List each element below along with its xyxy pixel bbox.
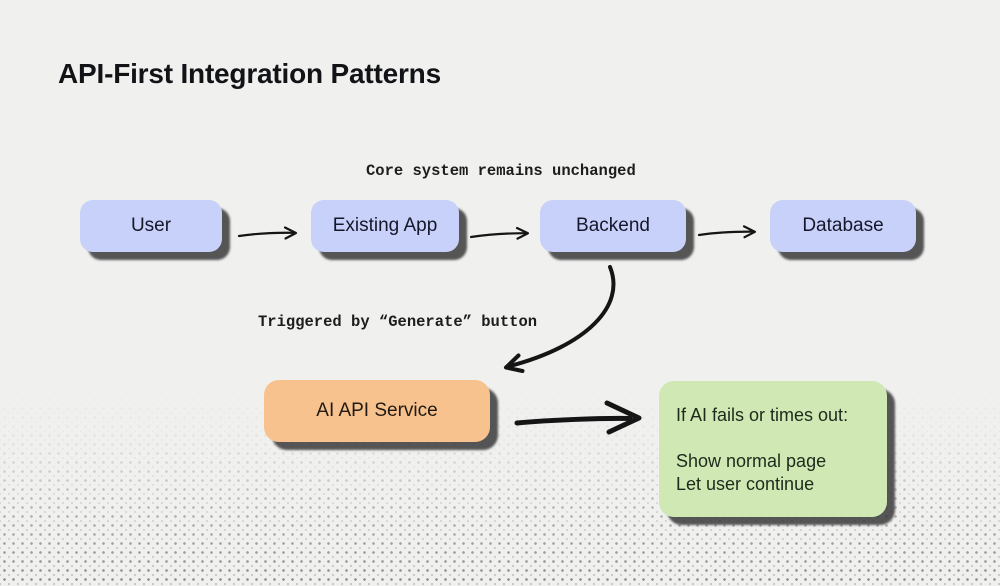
arrow-right-icon-existing-app-to-backend	[469, 226, 530, 240]
node-backend: Backend	[540, 200, 686, 252]
node-user: User	[80, 200, 222, 252]
curved-arrow-down-left-icon-backend-to-ai	[504, 265, 616, 373]
node-existing-app: Existing App	[311, 200, 459, 252]
fallback-note-line: Let user continue	[676, 474, 815, 494]
annotation-core-system: Core system remains unchanged	[366, 162, 636, 180]
bold-arrow-right-icon-ai-to-fallback	[514, 400, 642, 435]
node-database-label: Database	[802, 215, 884, 236]
page-title: API-First Integration Patterns	[58, 58, 441, 89]
arrow-right-icon-user-to-existing-app	[237, 226, 298, 240]
node-existing-app-label: Existing App	[332, 215, 438, 236]
annotation-trigger: Triggered by “Generate” button	[258, 313, 538, 331]
node-ai-api-service-label: AI API Service	[316, 400, 438, 421]
fallback-note-heading: If AI fails or times out:	[676, 405, 849, 425]
fallback-note-line: Show normal page	[676, 451, 827, 471]
node-user-label: User	[130, 215, 172, 236]
node-ai-api-service: AI API Service	[264, 380, 490, 442]
arrow-right-icon-backend-to-database	[697, 225, 757, 239]
node-backend-label: Backend	[576, 215, 650, 236]
node-database: Database	[770, 200, 916, 252]
fallback-note: If AI fails or times out: Show normal pa…	[659, 381, 887, 517]
